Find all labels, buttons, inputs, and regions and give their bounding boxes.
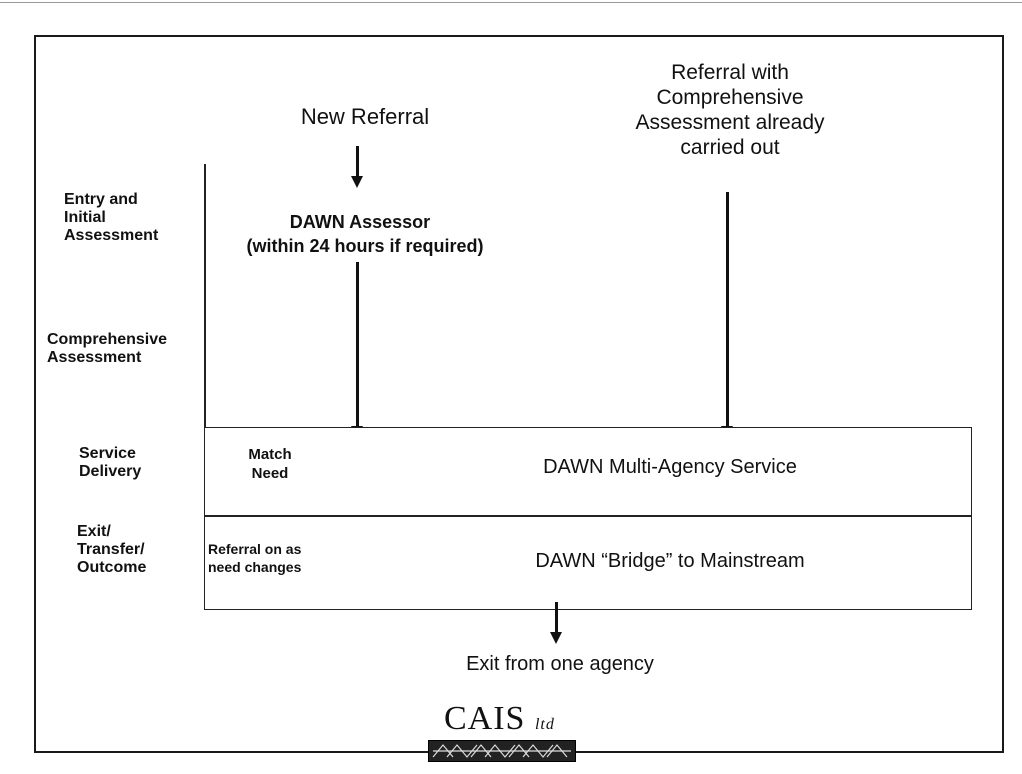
assessor-to-service-arrow	[356, 262, 359, 426]
assessor-subtitle: (within 24 hours if required)	[246, 236, 484, 256]
cais-logo-name: CAIS	[444, 700, 526, 737]
knotwork-icon	[432, 744, 571, 758]
multi-agency-service-label: DAWN Multi-Agency Service	[543, 456, 797, 478]
stage-service-label: Service Delivery	[79, 445, 142, 480]
stage-exit-label: Exit/ Transfer/ Outcome	[77, 523, 147, 576]
exit-from-agency-label: Exit from one agency	[466, 653, 654, 675]
referral-on-label: Referral on as need changes	[208, 541, 302, 575]
scan-artifact-top	[0, 2, 1022, 3]
bridge-label: DAWN “Bridge” to Mainstream	[535, 550, 805, 572]
new-referral-label: New Referral	[300, 104, 430, 129]
cais-logo-pattern	[428, 740, 576, 762]
referral-with-assessment-arrow	[726, 192, 729, 426]
service-box	[204, 427, 972, 610]
diagram-frame	[34, 35, 1004, 753]
match-need-label: Match Need	[248, 446, 292, 482]
stage-divider-line	[204, 164, 206, 428]
new-referral-arrow	[356, 146, 359, 176]
cais-logo-suffix: ltd	[534, 716, 555, 733]
exit-arrowhead	[550, 632, 562, 644]
service-box-divider	[204, 515, 972, 517]
exit-arrow	[555, 602, 558, 634]
stage-comprehensive-label: Comprehensive Assessment	[47, 331, 168, 366]
referral-with-assessment-label: Referral with Comprehensive Assessment a…	[635, 61, 825, 159]
new-referral-arrowhead	[351, 176, 363, 188]
cais-logo: CAIS ltd	[444, 700, 555, 738]
stage-entry-label: Entry and Initial Assessment	[64, 191, 159, 244]
assessor-title: DAWN Assessor	[289, 212, 431, 232]
